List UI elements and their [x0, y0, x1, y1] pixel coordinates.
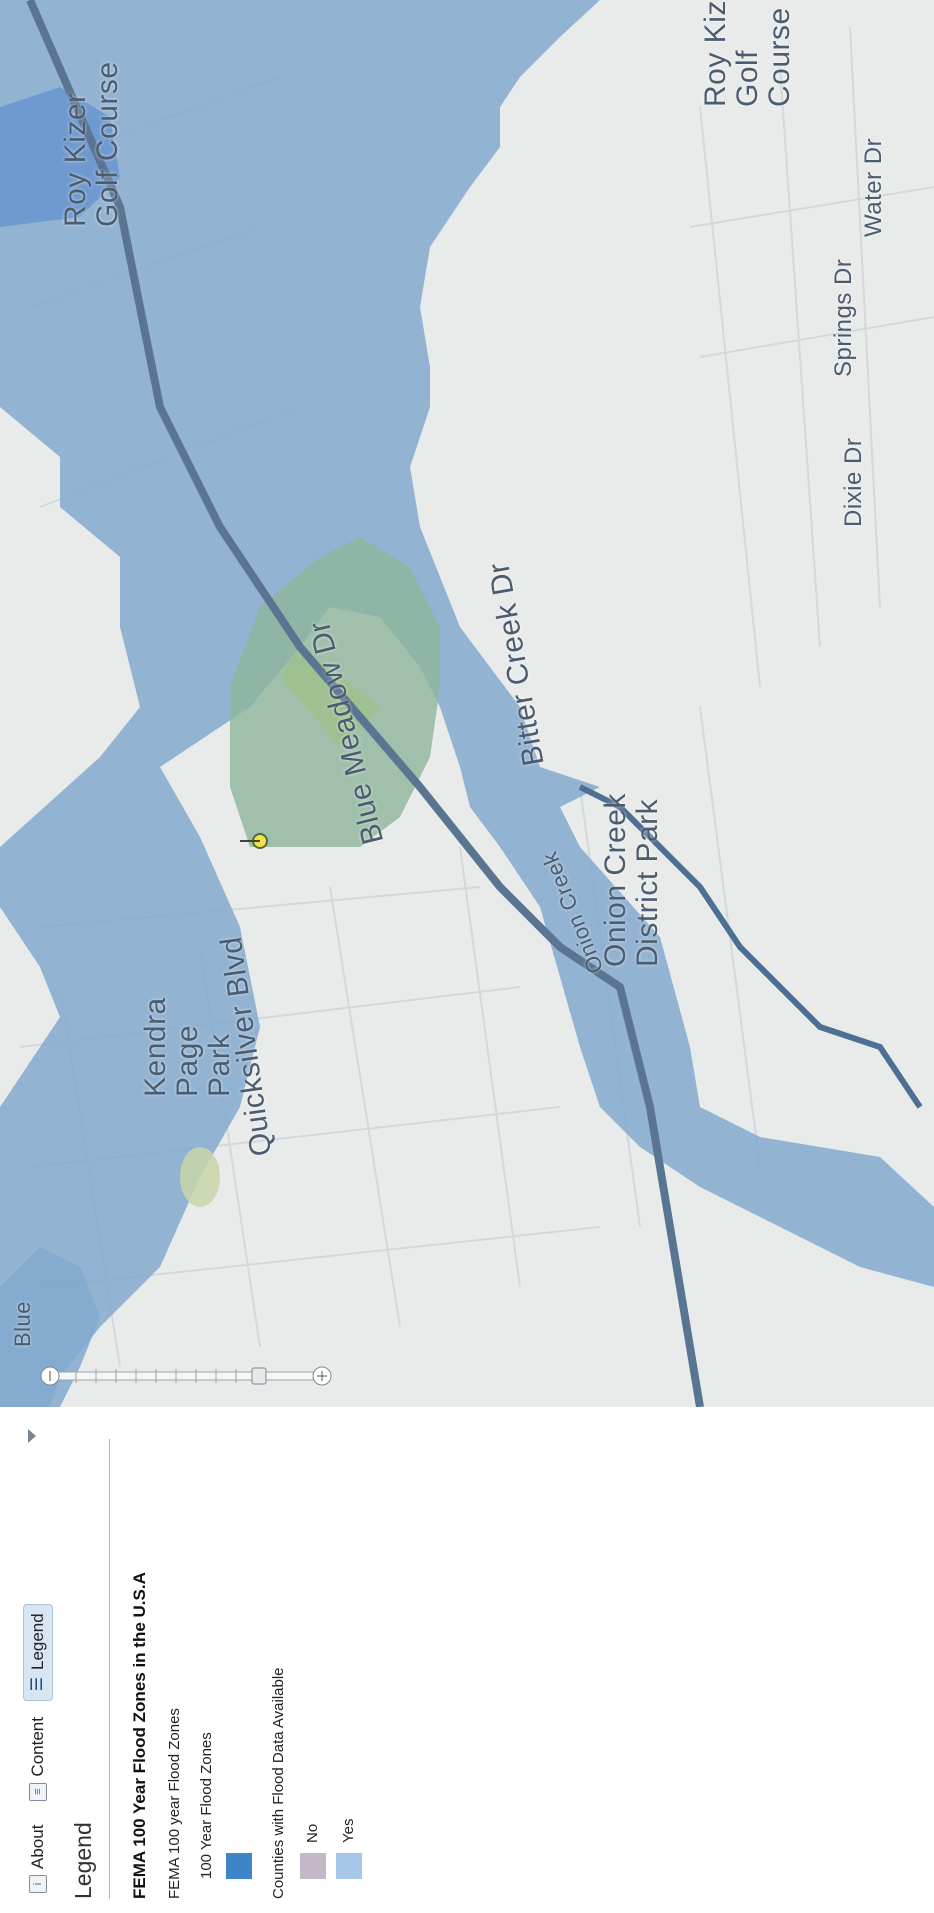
county-no-label: No [304, 1823, 321, 1843]
tab-legend-label: Legend [28, 1613, 47, 1671]
tab-content-label: Content [28, 1717, 47, 1777]
layer-title: FEMA 100 Year Flood Zones in the U.S.A [130, 1572, 149, 1899]
zoom-thumb [251, 1367, 267, 1385]
flood-zone-swatch [226, 1853, 252, 1879]
about-icon: i [29, 1875, 47, 1893]
map-label-roy-kizer-1: Roy Kizer Golf Course [59, 61, 124, 227]
sidebar-panel: i About ≡ Content ☰ Legend Legend FEMA 1… [0, 1406, 934, 1913]
zoom-slider-graphic [40, 1366, 332, 1386]
county-yes-label: Yes [340, 1818, 357, 1843]
counties-label: Counties with Flood Data Available [270, 1667, 287, 1899]
flood-zone-deep [0, 87, 120, 227]
map-label-springs-dr: Springs Dr [830, 258, 857, 377]
map-label-roy-kizer-2: Roy Kizer Golf Course [699, 0, 796, 107]
kendra-page-park-area [180, 1147, 220, 1207]
map-canvas [0, 0, 934, 1407]
zoom-slider[interactable] [36, 1359, 336, 1393]
map-label-water-dr: Water Dr [860, 137, 887, 237]
sublayer-label: FEMA 100 year Flood Zones [166, 1708, 183, 1899]
tab-about-label: About [28, 1824, 47, 1869]
county-yes-swatch [336, 1853, 362, 1879]
map-label-edge: Blue [10, 1300, 35, 1347]
flood-zone-area [0, 0, 934, 1407]
highway-line [26, 0, 704, 1407]
flood-zone-label: 100 Year Flood Zones [198, 1732, 215, 1879]
collapse-arrow-icon[interactable] [28, 1429, 36, 1443]
legend-list-icon: ☰ [29, 1676, 46, 1692]
map-label-dixie-dr: Dixie Dr [840, 437, 867, 527]
legend-heading: Legend [70, 1439, 110, 1899]
map-view[interactable]: Blue Bitter Creek Dr Blue Meadow Dr Kend… [0, 0, 934, 1407]
sidebar-tabs: i About ≡ Content ☰ Legend [18, 1604, 58, 1901]
county-no-swatch [300, 1853, 326, 1879]
onion-creek-line [578, 784, 923, 1109]
flood-zone-pocket [0, 1247, 100, 1407]
content-icon: ≡ [29, 1782, 47, 1801]
tab-legend[interactable]: ☰ Legend [23, 1604, 53, 1702]
park-field [280, 647, 380, 747]
tab-about[interactable]: i About [24, 1817, 52, 1901]
tab-content[interactable]: ≡ Content [24, 1709, 52, 1809]
map-label-onion-creek-park: Onion Creek District Park [599, 793, 664, 967]
